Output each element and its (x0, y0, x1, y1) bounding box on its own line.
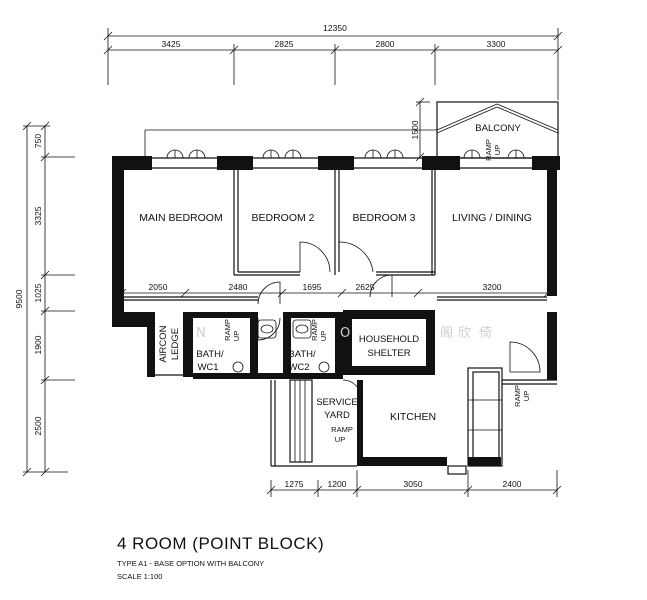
watermark-char-1: N (196, 326, 206, 341)
label-aircon-ledge-line2: LEDGE (170, 328, 181, 360)
label-living-dining: LIVING / DINING (452, 212, 532, 224)
watermark-char-2: O (340, 326, 350, 341)
label-bath-wc1-line1: BATH/ (196, 349, 224, 360)
label-household-shelter-line1: HOUSEHOLD (359, 334, 419, 345)
dim-bottom-3: 3050 (404, 479, 423, 489)
entrance-up-label: UP (522, 391, 531, 401)
dim-top-2: 2825 (275, 39, 294, 49)
dim-bottom-2: 1200 (328, 479, 347, 489)
dim-left-3: 1025 (33, 283, 43, 302)
dim-interior-5: 3200 (483, 282, 502, 292)
bath2-ramp-label: RAMP (310, 319, 319, 341)
plan-title: 4 ROOM (POINT BLOCK) (117, 534, 324, 553)
bath2-up-label: UP (319, 331, 328, 341)
label-bedroom-3: BEDROOM 3 (352, 212, 415, 224)
dim-left-5: 2500 (33, 416, 43, 435)
interior-walls (124, 170, 557, 475)
watermark-char-5: 倚 (479, 326, 492, 341)
watermark: N O 阁 欣 倚 (196, 326, 492, 341)
label-bath-wc1-line2: WC1 (197, 362, 218, 373)
dim-top-3: 2800 (376, 39, 395, 49)
balcony-dimension (415, 97, 430, 162)
planter-ledge (144, 129, 437, 158)
entrance-ramp-label: RAMP (513, 385, 522, 407)
label-main-bedroom: MAIN BEDROOM (139, 212, 222, 224)
window-bedroom-2 (262, 149, 302, 159)
dim-interior-1: 2050 (149, 282, 168, 292)
watermark-char-3: 阁 (440, 326, 453, 341)
label-service-yard-line1: SERVICE (316, 397, 358, 408)
window-living (463, 149, 525, 159)
dim-left-1: 750 (33, 134, 43, 148)
bathroom-fixtures (232, 319, 330, 373)
label-service-yard-line2: YARD (324, 410, 350, 421)
watermark-char-4: 欣 (458, 326, 471, 341)
dim-top-1: 3425 (162, 39, 181, 49)
dim-bottom-4: 2400 (503, 479, 522, 489)
label-bath-wc2-line2: WC2 (288, 362, 309, 373)
label-bath-wc2-line1: BATH/ (288, 349, 316, 360)
label-kitchen: KITCHEN (390, 411, 436, 423)
bath1-ramp-label: RAMP (223, 319, 232, 341)
label-household-shelter-line2: SHELTER (367, 348, 410, 359)
plan-type-line: TYPE A1 - BASE OPTION WITH BALCONY (117, 559, 264, 568)
yard-ramp-label: RAMP (331, 425, 353, 434)
plan-scale-line: SCALE 1:100 (117, 572, 162, 581)
bottom-dimension-lines (266, 470, 562, 497)
label-balcony: BALCONY (475, 123, 521, 134)
dim-overall-left: 9500 (14, 289, 24, 308)
dim-interior-4: 2625 (356, 282, 375, 292)
window-bedroom-3 (364, 149, 404, 159)
dim-bottom-1: 1275 (285, 479, 304, 489)
top-dimension-lines (103, 28, 563, 100)
bath1-up-label: UP (232, 331, 241, 341)
dim-interior-3: 1695 (303, 282, 322, 292)
yard-up-label: UP (335, 435, 345, 444)
windows (166, 149, 525, 159)
label-aircon-ledge-line1: AIRCON (158, 325, 169, 362)
dim-left-4: 1900 (33, 335, 43, 354)
balcony-ramp-label: RAMP (484, 139, 493, 161)
dim-left-2: 3325 (33, 206, 43, 225)
door-swings (257, 241, 541, 399)
dim-top-4: 3300 (487, 39, 506, 49)
dim-interior-2: 2480 (229, 282, 248, 292)
left-dimension-lines (22, 121, 75, 477)
window-main-bedroom (166, 149, 206, 159)
dim-overall-top: 12350 (323, 23, 347, 33)
label-bedroom-2: BEDROOM 2 (251, 212, 314, 224)
balcony-up-label: UP (493, 145, 502, 155)
